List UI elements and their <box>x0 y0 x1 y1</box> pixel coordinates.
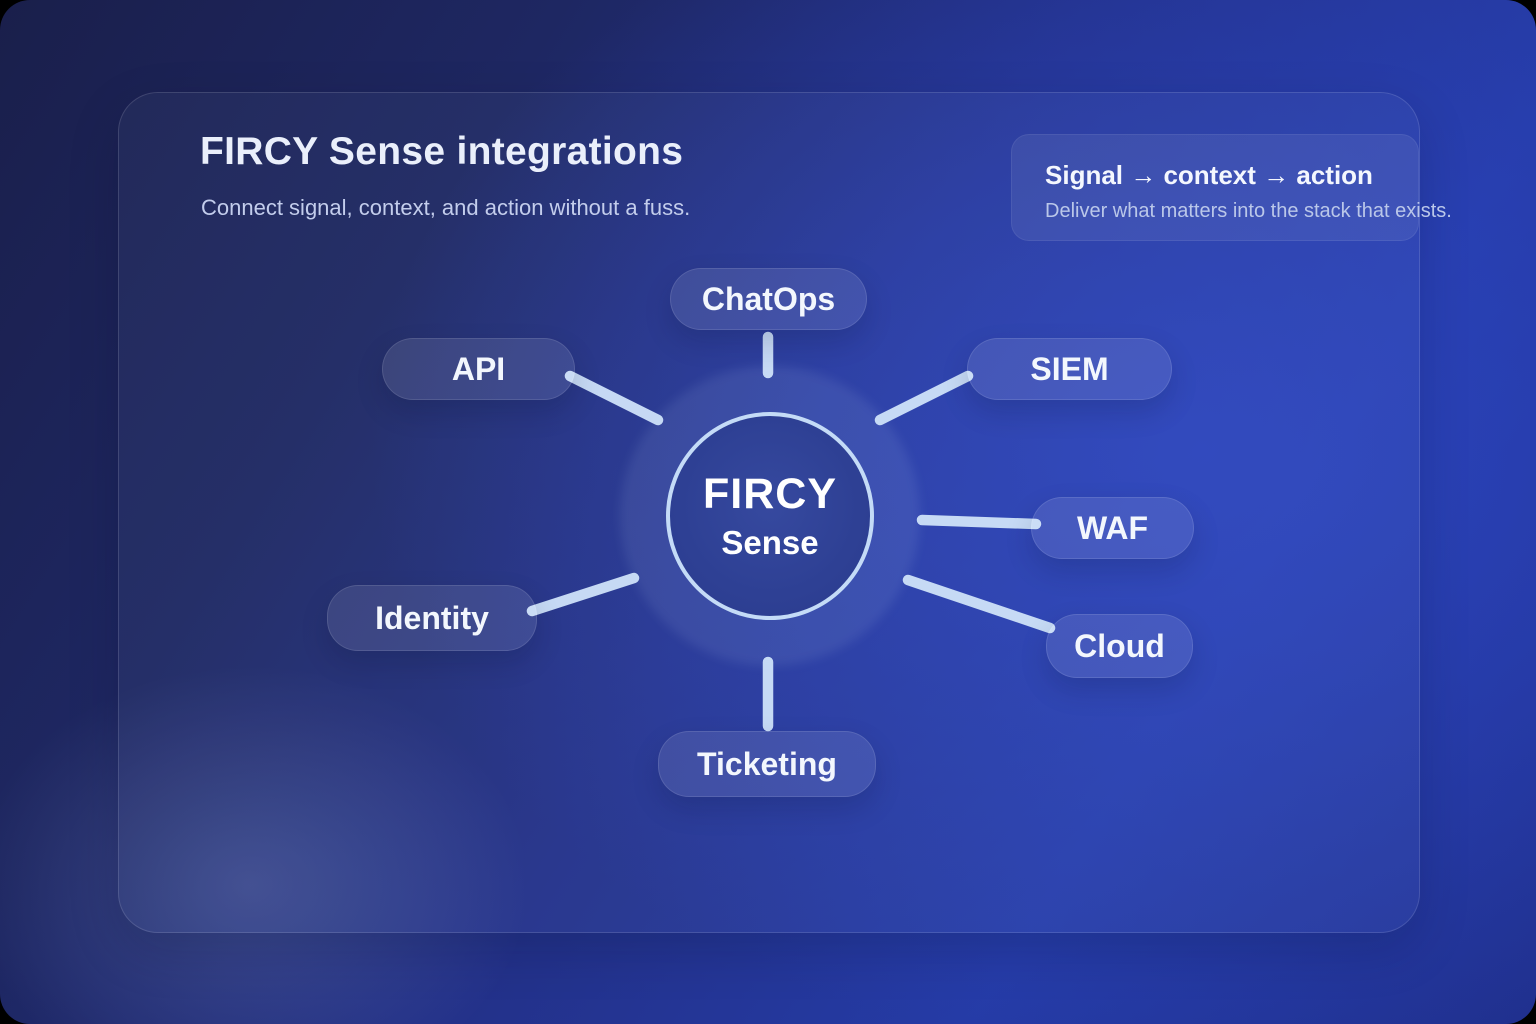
hub-product: Sense <box>721 524 819 561</box>
node-chatops: ChatOps <box>670 268 867 330</box>
node-chatops-label: ChatOps <box>701 280 836 317</box>
node-siem: SIEM <box>967 338 1172 400</box>
node-api: API <box>382 338 575 400</box>
callout-body: Deliver what matters into the stack that… <box>1045 200 1452 222</box>
callout-heading: Signal → context → action <box>1045 160 1373 190</box>
page-subtitle: Connect signal, context, and action with… <box>201 195 691 220</box>
node-identity: Identity <box>327 585 537 651</box>
node-siem-label: SIEM <box>1030 350 1109 387</box>
node-identity-label: Identity <box>375 599 489 636</box>
signal-flow-callout: Signal → context → action Deliver what m… <box>1011 134 1452 241</box>
hub-name: FIRCY <box>703 470 837 518</box>
node-ticketing-label: Ticketing <box>697 745 837 782</box>
hub-node: FIRCY Sense <box>666 412 874 620</box>
node-api-label: API <box>451 350 506 387</box>
node-ticketing: Ticketing <box>658 731 876 797</box>
page-title: FIRCY Sense integrations <box>200 130 684 173</box>
node-waf: WAF <box>1031 497 1194 559</box>
node-waf-label: WAF <box>1076 509 1149 546</box>
integrations-card: FIRCY Sense integrations Connect signal,… <box>118 92 1452 933</box>
node-cloud: Cloud <box>1046 614 1193 678</box>
node-cloud-label: Cloud <box>1074 627 1165 664</box>
